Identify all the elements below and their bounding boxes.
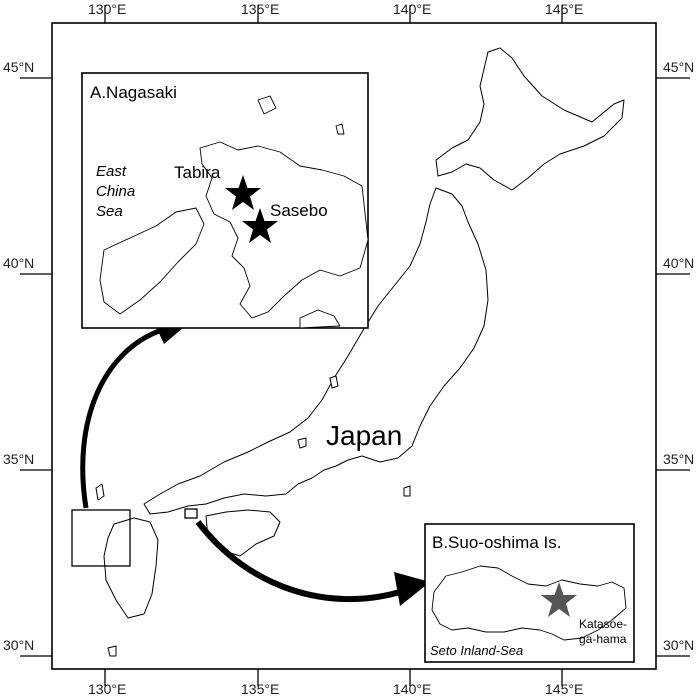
inset-a-nagasaki: A.Nagasaki East China Sea Tabira Sasebo — [81, 72, 369, 329]
star-icon-katasoe-ga-hama — [541, 582, 577, 617]
site-label-sasebo: Sasebo — [270, 201, 328, 220]
arrow-to-inset-a — [80, 318, 190, 509]
lon-label-bottom-145: 145°E — [545, 681, 583, 697]
lat-label-right-45: 45°N — [663, 59, 694, 75]
lat-label-right-30: 30°N — [663, 637, 694, 653]
lon-label-top-135: 135°E — [241, 1, 279, 17]
graticule-ticks — [20, 5, 690, 686]
lon-label-top-145: 145°E — [545, 1, 583, 17]
locator-box-nagasaki — [71, 509, 131, 567]
lon-label-bottom-135: 135°E — [241, 681, 279, 697]
site-label-katasoe-line1: Katasoe- — [579, 617, 627, 631]
lat-label-left-30: 30°N — [3, 637, 34, 653]
inset-b-title: B.Suo-oshima Is. — [432, 533, 561, 552]
lat-label-left-35: 35°N — [3, 451, 34, 467]
sea-label-east: East — [96, 163, 127, 180]
country-label-japan: Japan — [326, 420, 402, 451]
lon-label-bottom-140: 140°E — [393, 681, 431, 697]
lon-label-bottom-130: 130°E — [88, 681, 126, 697]
map-frame — [51, 22, 657, 670]
lat-label-right-35: 35°N — [663, 451, 694, 467]
sea-label-china: China — [96, 183, 135, 200]
lat-label-left-40: 40°N — [3, 255, 34, 271]
inset-b-suo-oshima: B.Suo-oshima Is. Seto Inland-Sea Katasoe… — [424, 523, 635, 663]
lon-label-top-140: 140°E — [393, 1, 431, 17]
locator-box-suo-oshima — [184, 508, 198, 519]
arrow-to-inset-b — [195, 520, 430, 606]
sea-label-seto-inland: Seto Inland-Sea — [430, 643, 523, 658]
inset-b-island-outline — [431, 565, 627, 641]
star-icon-tabira — [225, 175, 261, 210]
lat-label-right-40: 40°N — [663, 255, 694, 271]
lon-label-top-130: 130°E — [88, 1, 126, 17]
star-icon-sasebo — [242, 208, 278, 243]
lat-label-left-45: 45°N — [3, 59, 34, 75]
site-label-katasoe-line2: ga-hama — [579, 632, 627, 646]
site-label-tabira: Tabira — [174, 163, 221, 182]
inset-a-title: A.Nagasaki — [90, 83, 177, 102]
sea-label-sea: Sea — [96, 203, 123, 220]
